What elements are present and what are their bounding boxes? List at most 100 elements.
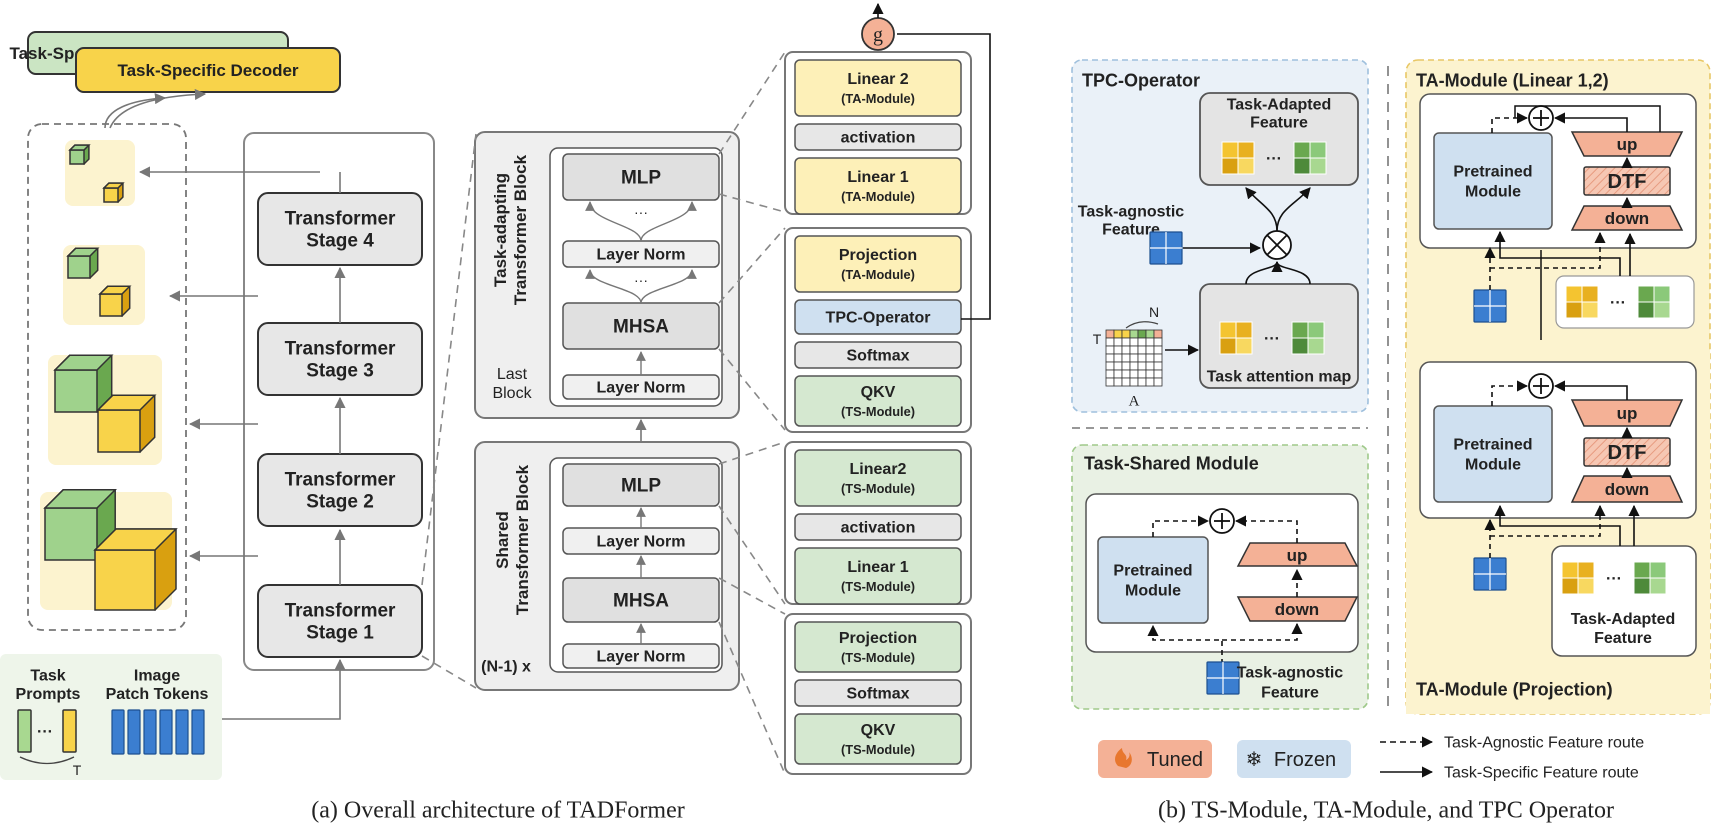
ta-proj-pre-add [1491,380,1529,406]
ta-linear-feat-yellow-q1 [1565,285,1583,303]
ta-linear-up-label: up [1617,135,1638,154]
image-token-5 [175,709,189,755]
tpc-adapted-feat-yellow-q4 [1237,157,1255,175]
tpc-attn-feat-yellow-q3 [1219,337,1237,355]
ta-proj-feat-yellow-q3 [1561,577,1579,595]
feature-column [27,123,187,631]
attn-cell [1153,353,1163,363]
attn-cell [1153,329,1163,339]
sh-layernorm-1-label: Layer Norm [597,534,686,551]
feat2-yellow-front [97,409,141,453]
ta-linear-feat-green-q2 [1653,285,1671,303]
feat4-green-front [69,149,85,165]
attn-cell [1121,337,1131,347]
legend-specific-label: Task-Specific Feature route [1444,765,1639,782]
tpc-adapted-feat-green-q4 [1309,157,1327,175]
ta-proj-feat-green-q2 [1649,561,1667,579]
caption-b: (b) TS-Module, TA-Module, and TPC Operat… [1158,797,1614,823]
sh-mlp-label: MLP [621,476,661,497]
sh-attn-detail-item-3 [794,713,962,765]
attn-cell [1113,361,1123,371]
tpc-adapted-feat-yellow-q2 [1237,141,1255,159]
sh-mlp-detail-item-2-label: activation [841,520,916,537]
attn-cell [1105,345,1115,355]
tpc-attn-feat-green-q4 [1307,337,1325,355]
attn-cell [1137,377,1147,387]
caption-a: (a) Overall architecture of TADFormer [311,797,684,823]
sh-mlp [562,463,720,507]
ta-linear-title: TA-Module (Linear 1,2) [1416,70,1609,90]
ta-linear-dtf-label: DTF [1608,171,1647,193]
image-token-6 [191,709,205,755]
sh-mlp-detail-item-1 [794,449,962,507]
decoder-front-label: Task-Specific Decoder [117,61,298,80]
attn-cell [1153,345,1163,355]
ts-title: Task-Shared Module [1084,453,1259,473]
attn-cell [1105,377,1115,387]
tpc-multiply-x2 [1266,234,1288,256]
sh-mlp-detail-item-3 [794,547,962,605]
attn-cell [1121,377,1131,387]
ta-fan-4 [640,269,697,304]
sh-mlp-detail-item-3-label: Linear 1(TS-Module) [841,559,915,594]
zoom-stage-ta [421,133,477,586]
ta-linear-skip [1514,105,1661,132]
ta-fan-3 [585,269,642,304]
ts-pretrained [1097,536,1209,624]
zoom-ta-mlp-top [718,51,786,155]
ta-proj-title: TA-Module (Projection) [1416,679,1613,699]
ta-linear-feat-dots: ··· [1610,295,1626,312]
ta-attn-detail-item-4 [794,375,962,427]
prompt-token-first [17,709,32,753]
ts-up-to-add [1234,515,1298,543]
ta-proj-up-shape [1570,399,1684,427]
image-token-1 [111,709,125,755]
ta-linear-in-2 [1490,231,1606,269]
ta-attn-detail-item-2-label: TPC-Operator [826,310,931,327]
ta-proj-feat-green-q3 [1633,577,1651,595]
ta-proj-feat-in [1494,504,1621,546]
attn-cell [1153,337,1163,347]
ta-attn-detail-item-3 [794,341,962,369]
sh-mhsa-label: MHSA [613,591,669,612]
attn-cell [1105,369,1115,379]
feat3-yellow-top [98,285,132,295]
tpc-attn-feat-green-q3 [1291,337,1309,355]
repeat-label: (N-1) x [481,659,531,676]
attn-cell [1121,345,1131,355]
ta-proj-dtf-label: DTF [1608,442,1647,464]
attn-cell [1105,361,1115,371]
ta-mlp-detail-item-2 [794,123,962,151]
tpc-attn-in-1 [1245,260,1283,285]
ts-in-down [1222,622,1303,641]
attn-cell [1129,377,1139,387]
tpc-adapted-feat-yellow-q3 [1221,157,1239,175]
zoom-ta-mlp-bot [718,193,786,213]
ta-layernorm-1-label: Layer Norm [597,247,686,264]
attn-cell [1129,329,1139,339]
ta-attn-detail-item-1 [794,235,962,293]
attn-cell [1105,337,1115,347]
feat4-green-top [68,144,91,151]
tpc-adapted-feat-dots: ··· [1266,151,1282,168]
feat2-yellow-top [96,394,157,411]
ta-mlp-label: MLP [621,168,661,189]
ta-proj-feat-yellow-q4 [1577,577,1595,595]
ta-mlp [562,153,720,201]
ta-attn-detail-item-4-label: QKV(TS-Module) [841,384,915,419]
attn-cell [1121,369,1131,379]
ts-up-shape [1236,542,1359,567]
ta-linear-pretrained [1433,132,1553,230]
attn-cell [1145,377,1155,387]
attn-cell [1113,377,1123,387]
sh-attn-detail-item-2 [794,679,962,707]
attn-cell [1145,369,1155,379]
sh-attn-detail-item-2-label: Softmax [846,686,909,703]
decoder-arrow-2 [109,88,207,129]
